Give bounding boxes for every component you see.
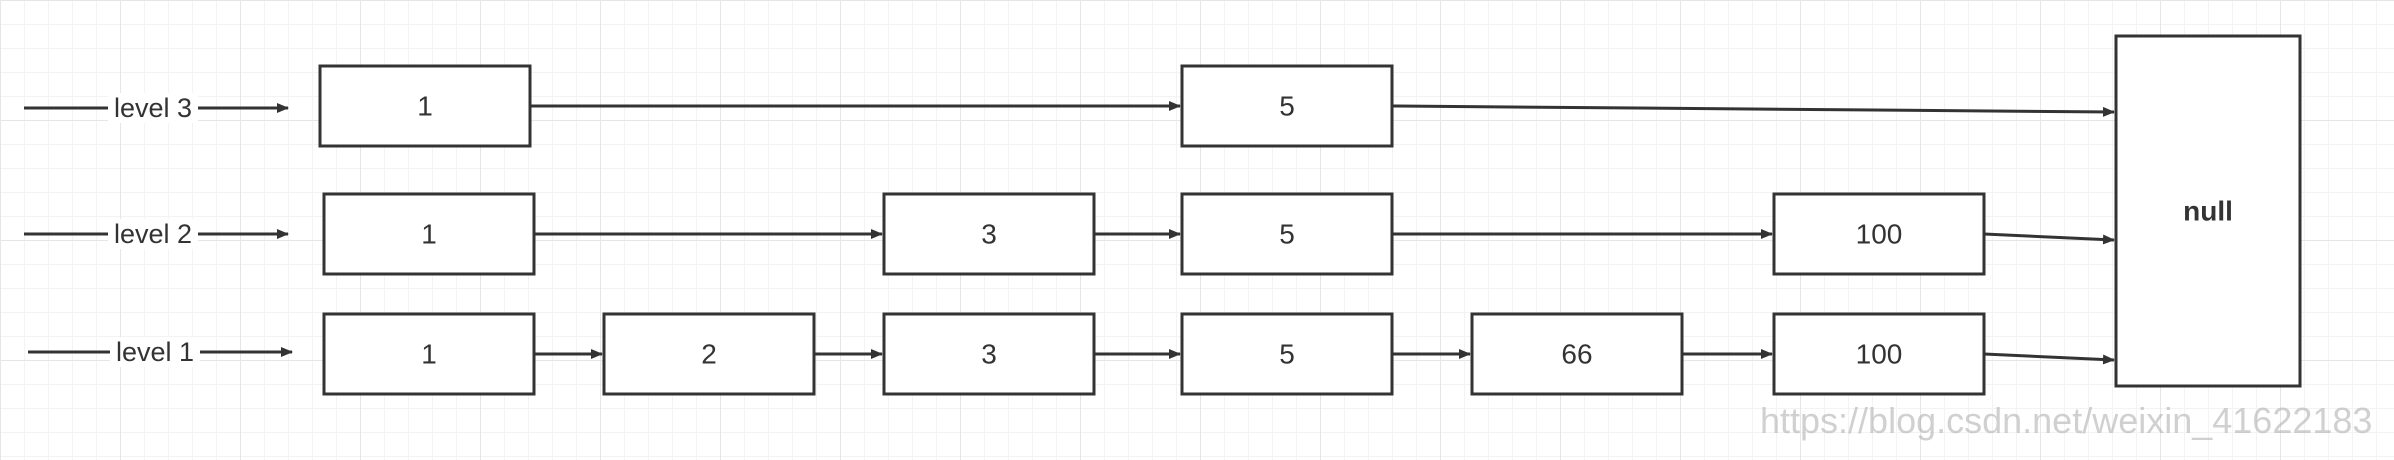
null-node-label: null <box>2183 196 2233 227</box>
level-1-node-1-value: 1 <box>421 339 437 370</box>
level-1-arrow-100-to-null <box>1983 352 2115 365</box>
level-1-node-5-value: 5 <box>1279 339 1295 370</box>
level-2-node-3-value: 3 <box>981 219 997 250</box>
level-3-node-5-value: 5 <box>1279 91 1295 122</box>
level-1-node-66 <box>1470 312 1684 396</box>
level-1-node-100 <box>1772 312 1986 396</box>
level-2-node-100-value: 100 <box>1856 219 1903 250</box>
level-1-node-1 <box>322 312 536 396</box>
level-1-node-100-value: 100 <box>1856 339 1903 370</box>
level-1-node-5 <box>1180 312 1394 396</box>
level-3-arrow-5-to-null <box>1391 104 2115 117</box>
level-2-node-1 <box>322 192 536 276</box>
level-3-label: level 3 <box>114 93 192 123</box>
level-3-node-1-value: 1 <box>417 91 433 122</box>
level-2-node-1-value: 1 <box>421 219 437 250</box>
level-1-node-66-value: 66 <box>1561 339 1592 370</box>
level-2-node-5 <box>1180 192 1394 276</box>
level-2-arrow-100-to-null <box>1983 232 2115 245</box>
level-3-node-5 <box>1180 64 1394 148</box>
level-1-node-3-value: 3 <box>981 339 997 370</box>
level-3-node-1 <box>318 64 532 148</box>
level-2-node-3 <box>882 192 1096 276</box>
level-1-node-3 <box>882 312 1096 396</box>
level-1-node-2-value: 2 <box>701 339 717 370</box>
watermark: https://blog.csdn.net/weixin_41622183 <box>1760 400 2373 441</box>
level-2-label: level 2 <box>114 219 192 249</box>
level-2-node-5-value: 5 <box>1279 219 1295 250</box>
level-2-node-100 <box>1772 192 1986 276</box>
level-1-label: level 1 <box>116 337 194 367</box>
level-1-node-2 <box>602 312 816 396</box>
null-node <box>2114 34 2302 388</box>
